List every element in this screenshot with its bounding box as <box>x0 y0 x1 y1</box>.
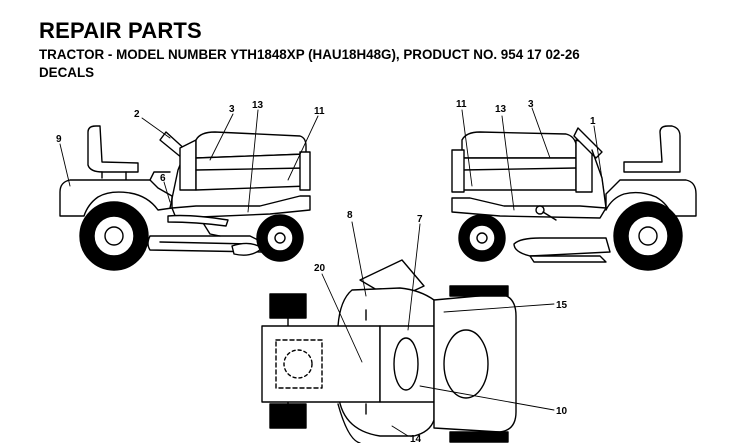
callout-left-3: 3 <box>229 104 235 115</box>
callout-top-15: 15 <box>556 300 568 311</box>
callout-right-13: 13 <box>495 104 507 115</box>
tractor-right-side-view <box>451 125 697 271</box>
callout-top-20: 20 <box>314 263 326 274</box>
callout-top-8: 8 <box>347 210 353 221</box>
tractor-top-view <box>261 259 517 443</box>
section-label: DECALS <box>39 65 95 80</box>
page-title: REPAIR PARTS <box>39 18 202 43</box>
model-subtitle: TRACTOR - MODEL NUMBER YTH1848XP (HAU18H… <box>39 47 580 62</box>
callout-leaders <box>59 107 605 437</box>
callout-left-13: 13 <box>252 100 264 111</box>
tractor-left-side-view <box>59 125 311 271</box>
callout-left-2: 2 <box>134 109 140 120</box>
callout-top-14: 14 <box>410 434 422 443</box>
callout-labels: 2 3 13 11 9 6 11 13 3 1 8 7 20 15 10 14 <box>56 99 596 443</box>
callout-right-3: 3 <box>528 99 534 110</box>
callout-top-7: 7 <box>417 214 423 225</box>
callout-right-1: 1 <box>590 116 596 127</box>
callout-left-6: 6 <box>160 173 166 184</box>
callout-right-11: 11 <box>456 99 467 110</box>
callout-top-10: 10 <box>556 406 568 417</box>
callout-left-11: 11 <box>314 106 325 117</box>
callout-left-9: 9 <box>56 134 62 145</box>
